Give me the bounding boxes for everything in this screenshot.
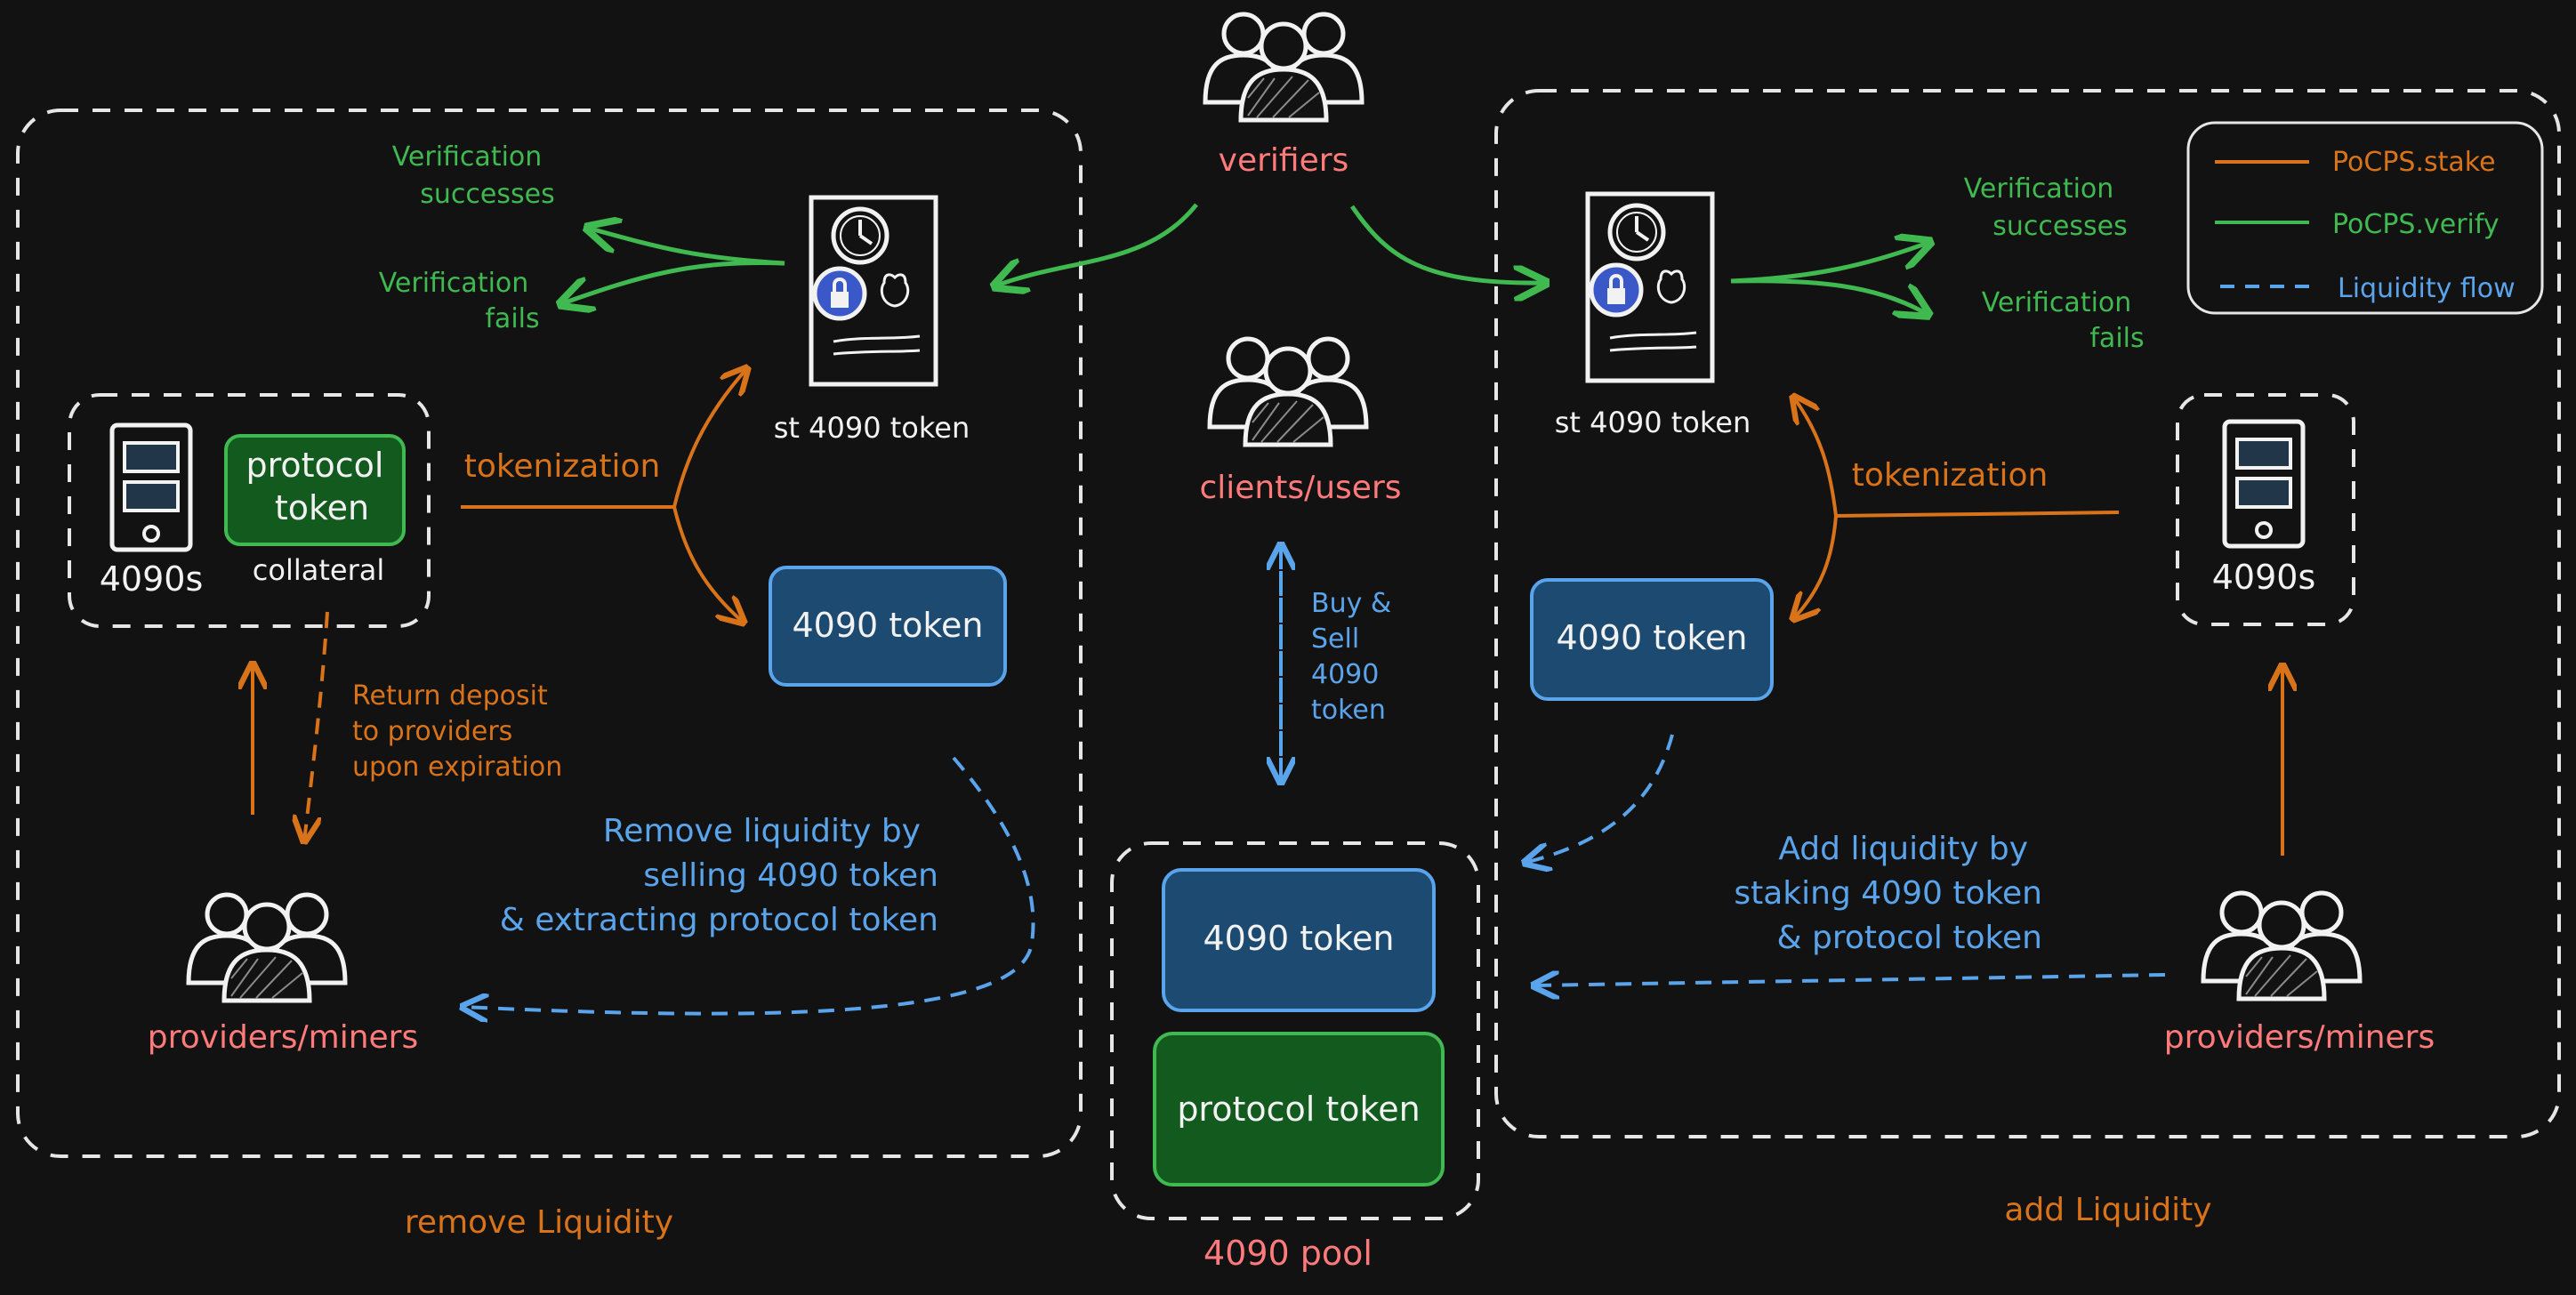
left-success-arrow [587,228,785,266]
pool-region [1110,841,1480,1220]
left-remove-liquidity-3: & extracting protocol token [500,902,938,938]
buy-sell-3: 4090 [1311,659,1379,690]
right-add-liquidity-arrow [1534,975,2166,985]
left-4090-token-box [769,566,1007,687]
verifiers-to-right-arrow [1349,205,1546,283]
left-verification-success-1: Verification [392,141,543,173]
providers-left-icon [189,895,345,1001]
right-gpu-icon [2225,422,2303,546]
left-protocol-token-box [224,434,406,546]
buy-sell-1: Buy & [1311,588,1391,619]
right-tokenization-line [1835,511,2120,518]
right-tokenize-to-st-arrow [1793,397,1838,517]
right-verification-success-2: successes [1992,211,2127,242]
right-add-liquidity-3: & protocol token [1777,920,2042,956]
remove-liquidity-region [16,109,1083,1158]
right-tokenization-label: tokenization [1852,457,2049,494]
providers-left-label: providers/miners [148,1019,418,1056]
right-fail-arrow [1730,278,1928,315]
left-protocol-token-line1: protocol [246,446,383,485]
right-success-arrow [1730,242,1930,284]
clients-icon [1210,339,1366,445]
left-gpu-icon [112,425,190,550]
left-verification-fail-1: Verification [379,268,529,299]
st-token-card-icon [811,197,936,384]
left-return-deposit-arrow [304,611,329,841]
left-return-deposit-1: Return deposit [352,680,548,712]
verifiers-icon [1205,14,1362,120]
remove-liquidity-section-label: remove Liquidity [405,1204,673,1241]
left-remove-liquidity-arrow [463,756,1035,1014]
pool-protocol-token-label: protocol token [1177,1090,1420,1129]
left-device-label: 4090s [100,559,204,599]
left-return-deposit-3: upon expiration [352,752,562,783]
pool-protocol-token-box [1153,1032,1445,1186]
left-verification-success-2: successes [420,179,554,210]
right-verification-fail-1: Verification [1982,287,2132,318]
right-add-liquidity-1: Add liquidity by [1778,831,2028,867]
verifiers-label: verifiers [1219,142,1349,179]
clients-label: clients/users [1199,470,1401,506]
right-verification-fail-2: fails [2089,323,2144,354]
right-st-token-card-icon [1588,194,1712,381]
left-verification-fail-2: fails [485,303,539,334]
add-liquidity-section-label: add Liquidity [2004,1192,2211,1228]
left-remove-liquidity-1: Remove liquidity by [603,813,921,849]
left-collateral-label: collateral [253,553,384,587]
left-tokenize-to-token-arrow [672,506,744,623]
left-tokenize-to-st-arrow [672,368,747,508]
left-collateral-group [68,393,431,628]
buy-sell-4: token [1311,695,1386,726]
left-protocol-token-line2: token [275,488,369,527]
right-4090-token-box [1530,578,1774,701]
left-remove-liquidity-2: selling 4090 token [643,857,938,894]
buy-sell-2: Sell [1311,623,1359,655]
pool-4090-token-box [1162,868,1436,1012]
right-tokenize-to-token-arrow [1793,515,1838,619]
right-token-to-pool-arrow [1525,734,1674,863]
pool-4090-token-label: 4090 token [1203,919,1394,958]
legend-verify-label: PoCPS.verify [2332,209,2500,240]
providers-right-label: providers/miners [2164,1019,2435,1056]
right-add-liquidity-2: staking 4090 token [1734,875,2042,912]
left-st-token-label: st 4090 token [774,411,970,445]
left-tokenization-label: tokenization [464,448,661,485]
left-4090-token-label: 4090 token [792,606,983,645]
right-st-token-label: st 4090 token [1555,406,1751,439]
legend-flow-label: Liquidity flow [2338,273,2516,304]
providers-right-icon [2203,893,2360,999]
left-fail-arrow [560,260,785,304]
left-return-deposit-2: to providers [352,716,512,747]
right-verification-success-1: Verification [1964,173,2114,205]
legend-box [2186,121,2544,315]
right-4090-token-label: 4090 token [1556,618,1747,657]
right-device-label: 4090s [2212,558,2316,597]
legend-stake-label: PoCPS.stake [2332,147,2496,178]
pool-label: 4090 pool [1203,1234,1373,1273]
verifiers-to-left-arrow [994,203,1198,286]
add-liquidity-region [1494,89,2561,1138]
